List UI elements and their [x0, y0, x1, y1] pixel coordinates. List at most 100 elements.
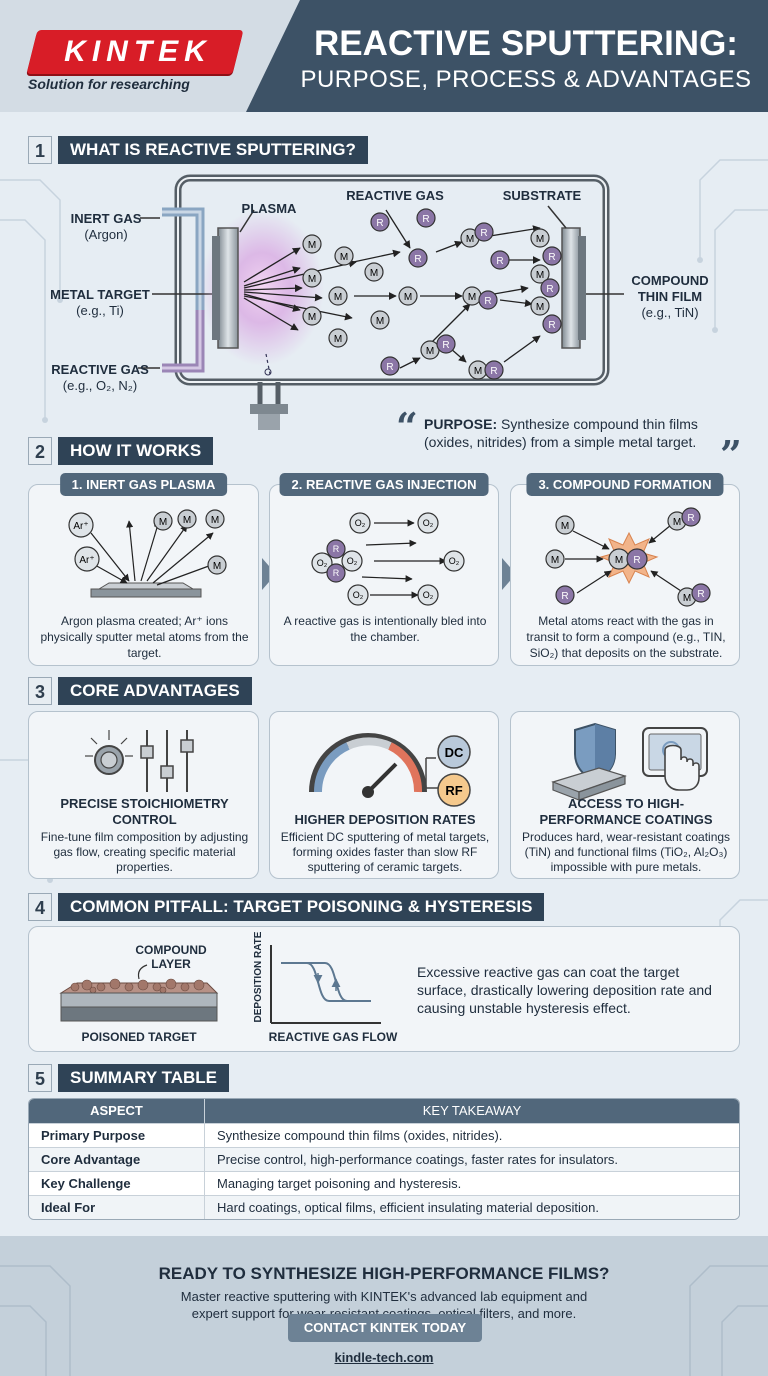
- svg-text:O₂: O₂: [423, 590, 434, 600]
- reactive-atom: R: [408, 248, 428, 268]
- metal-atom: M: [302, 234, 322, 254]
- pitfall-card: COMPOUND LAYER POISONED TARGET DEPOSITIO…: [28, 926, 740, 1052]
- graph-y-axis-label: DEPOSITION RATE: [253, 931, 264, 1023]
- hysteresis-curve-lower: [281, 962, 371, 1002]
- svg-text:O₂: O₂: [353, 590, 364, 600]
- svg-text:DC: DC: [445, 745, 464, 760]
- table-cell-aspect: Primary Purpose: [29, 1124, 205, 1147]
- svg-text:R: R: [561, 591, 568, 602]
- step-description: Metal atoms react with the gas in transi…: [526, 614, 726, 660]
- metal-atom: M: [334, 246, 354, 266]
- footer-circuit-decoration: [0, 1265, 768, 1376]
- reactive-atom: R: [555, 585, 575, 605]
- svg-text:R: R: [697, 589, 704, 600]
- table-row: Core Advantage Precise control, high-per…: [29, 1147, 739, 1171]
- section-5-header: 5 SUMMARY TABLE: [28, 1064, 230, 1092]
- svg-text:M: M: [334, 334, 342, 345]
- svg-text:M: M: [308, 312, 316, 323]
- svg-text:Ar⁺: Ar⁺: [73, 521, 88, 532]
- table-cell-takeaway: Hard coatings, optical films, efficient …: [217, 1200, 600, 1215]
- section-number: 3: [28, 677, 52, 705]
- open-quote-icon: “: [396, 404, 418, 449]
- svg-text:M: M: [561, 521, 569, 532]
- metal-atom: M: [364, 262, 384, 282]
- svg-text:R: R: [376, 218, 383, 229]
- deposited-compound: MR: [530, 228, 562, 266]
- brand-tagline: Solution for researching: [28, 76, 190, 92]
- metal-atoms: M M M M M M M M M: [302, 234, 418, 348]
- table-cell-aspect: Core Advantage: [29, 1148, 205, 1171]
- svg-text:R: R: [687, 513, 694, 524]
- sliders-knob-icon: [85, 730, 194, 792]
- purpose-text: Synthesize compound thin films (oxides, …: [424, 416, 698, 450]
- section-title: SUMMARY TABLE: [58, 1064, 230, 1092]
- svg-text:R: R: [422, 214, 429, 225]
- table-header-takeaway: KEY TAKEAWAY: [422, 1103, 522, 1118]
- page-subtitle: PURPOSE, PROCESS & ADVANTAGES: [300, 66, 752, 93]
- reactive-atom: R: [326, 539, 346, 559]
- metal-atom: M: [328, 286, 348, 306]
- section-number: 5: [28, 1064, 52, 1092]
- step-tab: 2. REACTIVE GAS INJECTION: [279, 473, 489, 496]
- exhaust-port: [250, 404, 288, 414]
- svg-text:M: M: [308, 240, 316, 251]
- label-reactive-gas-inlet-sub: (e.g., O₂, N₂): [62, 378, 138, 393]
- label-inert-gas-sub: (Argon): [84, 227, 128, 242]
- metal-atom: M: [302, 306, 322, 326]
- advantage-text: Produces hard, wear-resistant coatings (…: [521, 830, 731, 874]
- label-plasma: PLASMA: [241, 201, 297, 216]
- poisoning-illustration: [59, 945, 381, 1024]
- svg-text:M: M: [536, 234, 544, 245]
- svg-text:O₂: O₂: [449, 556, 460, 566]
- label-reactive-gas: REACTIVE GAS: [346, 188, 444, 203]
- table-row: Key Challenge Managing target poisoning …: [29, 1171, 739, 1195]
- metal-atom: M: [302, 268, 322, 288]
- section-title: HOW IT WORKS: [58, 437, 214, 465]
- close-quote-icon: ”: [720, 432, 742, 477]
- svg-text:R: R: [496, 256, 503, 267]
- brand-logo: KINTEK: [64, 35, 212, 68]
- step-description: A reactive gas is intentionally bled int…: [283, 614, 487, 644]
- svg-text:M: M: [466, 234, 474, 245]
- label-thin-film: THIN FILM: [637, 289, 703, 304]
- shield-tablet-icon: [551, 722, 708, 801]
- section-4-header: 4 COMMON PITFALL: TARGET POISONING & HYS…: [28, 893, 545, 921]
- website-link[interactable]: kindle-tech.com: [334, 1350, 434, 1365]
- cta-text-line1: Master reactive sputtering with KINTEK's…: [180, 1289, 588, 1304]
- section-title: WHAT IS REACTIVE SPUTTERING?: [58, 136, 368, 164]
- section-title: CORE ADVANTAGES: [58, 677, 252, 705]
- reactive-atom: R: [490, 250, 510, 270]
- label-thin-film-sub: (e.g., TiN): [641, 305, 699, 320]
- pitfall-description: Excessive reactive gas can coat the targ…: [417, 964, 712, 1016]
- target-plate: [90, 588, 202, 598]
- oxygen-molecule: O₂: [341, 550, 363, 572]
- svg-text:M: M: [159, 517, 167, 528]
- label-compound: COMPOUND: [631, 273, 709, 288]
- metal-atom: M: [207, 555, 227, 575]
- advantage-title: ACCESS TO HIGH-PERFORMANCE COATINGS: [539, 796, 713, 827]
- page-title: REACTIVE SPUTTERING:: [314, 24, 738, 63]
- reactive-atom: R: [326, 563, 346, 583]
- table-header-row: ASPECT KEY TAKEAWAY: [29, 1099, 739, 1123]
- svg-text:M: M: [370, 268, 378, 279]
- gas-injection-illustration: O₂ O₂ R O₂ R O₂ O₂ O₂ O₂: [311, 512, 465, 606]
- contact-button[interactable]: CONTACT KINTEK TODAY: [288, 1314, 482, 1342]
- oxygen-molecule: O₂: [347, 584, 369, 606]
- compound-pair: MR: [420, 334, 456, 360]
- svg-text:R: R: [386, 362, 393, 373]
- table-cell-takeaway: Managing target poisoning and hysteresis…: [217, 1176, 462, 1191]
- svg-text:M: M: [340, 252, 348, 263]
- svg-text:M: M: [183, 515, 191, 526]
- cta-title: READY TO SYNTHESIZE HIGH-PERFORMANCE FIL…: [158, 1264, 610, 1283]
- svg-text:R: R: [548, 320, 555, 331]
- svg-text:R: R: [333, 568, 340, 578]
- label-compound-layer: COMPOUND: [135, 943, 207, 957]
- advantage-card-deposition-rates: DC RF HIGHER DEPOSITION RATES Efficient …: [269, 711, 499, 879]
- metal-atom: M: [545, 549, 565, 569]
- section-title: COMMON PITFALL: TARGET POISONING & HYSTE…: [58, 893, 545, 921]
- section-3-header: 3 CORE ADVANTAGES: [28, 677, 252, 705]
- svg-text:M: M: [615, 555, 623, 566]
